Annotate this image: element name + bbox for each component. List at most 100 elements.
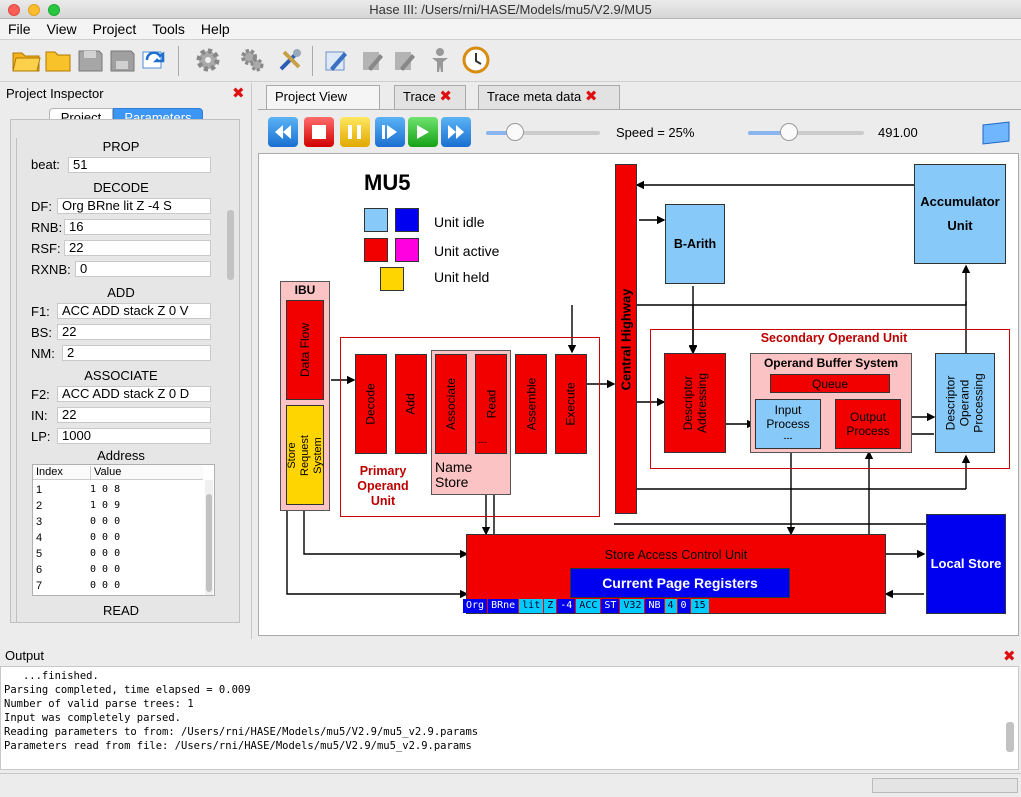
param-label: F1: xyxy=(31,304,50,319)
output-scrollbar[interactable] xyxy=(1006,722,1014,752)
address-scrollbar[interactable] xyxy=(205,480,213,595)
param-rxnb-field[interactable]: 0 xyxy=(75,261,211,277)
center-panel: Project View Trace ✖ Trace meta data ✖ S… xyxy=(258,83,1021,639)
pause-button[interactable] xyxy=(340,117,370,147)
param-rnb-field[interactable]: 16 xyxy=(64,219,211,235)
store-request-block[interactable]: Store Request System xyxy=(286,405,324,505)
tools-icon[interactable] xyxy=(274,44,306,76)
column-header-value[interactable]: Value xyxy=(90,466,121,480)
play-button[interactable] xyxy=(408,117,438,147)
project-inspector: Project Inspector ✖ Project Parameters P… xyxy=(0,83,252,639)
gear-icon[interactable] xyxy=(192,44,224,76)
edit-pen-icon[interactable] xyxy=(320,44,352,76)
queue-block[interactable]: Queue xyxy=(770,374,890,393)
assemble-block[interactable]: Assemble xyxy=(515,354,547,454)
current-page-registers[interactable]: Current Page Registers xyxy=(570,568,790,598)
param-beat-field[interactable]: 51 xyxy=(68,157,211,173)
edit-disabled-2-icon[interactable] xyxy=(388,44,420,76)
cpr-field: Z xyxy=(544,599,557,613)
execute-block[interactable]: Execute xyxy=(555,354,587,454)
tab-label: Trace xyxy=(403,89,436,104)
save-as-icon[interactable] xyxy=(106,44,138,76)
new-project-folder-icon[interactable] xyxy=(10,44,42,76)
menu-file[interactable]: File xyxy=(8,21,31,37)
output-console[interactable]: ...finished. Parsing completed, time ela… xyxy=(0,666,1019,770)
output-panel: Output ✖ ...finished. Parsing completed,… xyxy=(0,647,1021,773)
speed-slider-track[interactable] xyxy=(486,131,600,135)
param-bs-field[interactable]: 22 xyxy=(57,324,211,340)
param-df-field[interactable]: Org BRne lit Z -4 S xyxy=(57,198,211,214)
menu-project[interactable]: Project xyxy=(92,21,137,37)
descriptor-addressing-block[interactable]: Descriptor Addressing xyxy=(664,353,726,453)
cpr-field: 4 xyxy=(664,599,677,613)
sac-label: Store Access Control Unit xyxy=(604,548,748,562)
descriptor-operand-block[interactable]: Descriptor Operand Processing xyxy=(935,353,995,453)
close-output-icon[interactable]: ✖ xyxy=(1003,647,1016,665)
central-highway[interactable]: Central Highway xyxy=(615,164,637,514)
close-tab-icon[interactable]: ✖ xyxy=(584,87,598,105)
screen-icon[interactable] xyxy=(980,121,1012,145)
decode-block[interactable]: Decode xyxy=(355,354,387,454)
title-bar: Hase III: /Users/rni/HASE/Models/mu5/V2.… xyxy=(0,0,1021,19)
fast-forward-button[interactable] xyxy=(441,117,471,147)
tab-project-view[interactable]: Project View xyxy=(266,85,380,109)
zoom-window-button[interactable] xyxy=(48,4,60,16)
edit-disabled-icon[interactable] xyxy=(356,44,388,76)
menu-tools[interactable]: Tools xyxy=(152,21,185,37)
legend-active-swatch xyxy=(364,238,388,262)
legend-held-swatch xyxy=(380,267,404,291)
save-icon[interactable] xyxy=(74,44,106,76)
add-block[interactable]: Add xyxy=(395,354,427,454)
step-button[interactable] xyxy=(375,117,405,147)
param-in-field[interactable]: 22 xyxy=(57,407,211,423)
stop-button[interactable] xyxy=(304,117,334,147)
tab-trace-meta[interactable]: Trace meta data ✖ xyxy=(478,85,620,109)
param-f1-field[interactable]: ACC ADD stack Z 0 V xyxy=(57,303,211,319)
time-slider-knob[interactable] xyxy=(779,123,798,141)
close-inspector-icon[interactable]: ✖ xyxy=(232,84,245,102)
associate-block[interactable]: Associate xyxy=(435,354,467,454)
local-store-unit[interactable]: Local Store xyxy=(926,514,1006,614)
close-window-button[interactable] xyxy=(8,4,20,16)
param-lp-field[interactable]: 1000 xyxy=(57,428,211,444)
inspector-scrollbar[interactable] xyxy=(227,210,234,280)
column-header-index[interactable]: Index xyxy=(36,466,63,478)
param-label: IN: xyxy=(31,408,48,423)
open-project-folder-icon[interactable] xyxy=(42,44,74,76)
param-nm-field[interactable]: 2 xyxy=(62,345,211,361)
speed-slider-knob[interactable] xyxy=(505,123,524,141)
tab-trace[interactable]: Trace ✖ xyxy=(394,85,466,109)
gears-icon[interactable] xyxy=(236,44,268,76)
data-flow-block[interactable]: Data Flow xyxy=(286,300,324,400)
param-rsf-field[interactable]: 22 xyxy=(64,240,211,256)
legend-idle-dark-swatch xyxy=(395,208,419,232)
close-tab-icon[interactable]: ✖ xyxy=(439,87,452,105)
menu-help[interactable]: Help xyxy=(200,21,230,37)
output-process-block[interactable]: Output Process xyxy=(835,399,901,449)
clock-icon[interactable] xyxy=(460,44,492,76)
section-prop: PROP xyxy=(102,139,140,154)
param-label: DF: xyxy=(31,199,52,214)
minimize-window-button[interactable] xyxy=(28,4,40,16)
rewind-button[interactable] xyxy=(268,117,298,147)
read-block[interactable]: Read xyxy=(475,354,507,454)
param-f2-field[interactable]: ACC ADD stack Z 0 D xyxy=(57,386,211,402)
toolbar xyxy=(0,40,1021,82)
time-slider-track[interactable] xyxy=(748,131,864,135)
b-arith-unit[interactable]: B-Arith xyxy=(665,204,725,284)
address-index: 2 xyxy=(36,500,43,512)
input-process-block[interactable]: Input Process--- xyxy=(755,399,821,449)
person-icon[interactable] xyxy=(424,44,456,76)
refresh-icon[interactable] xyxy=(138,44,170,76)
operand-buffer-label: Operand Buffer System xyxy=(763,356,899,370)
menu-view[interactable]: View xyxy=(46,21,77,37)
accumulator-unit[interactable]: Accumulator Unit xyxy=(914,164,1006,264)
